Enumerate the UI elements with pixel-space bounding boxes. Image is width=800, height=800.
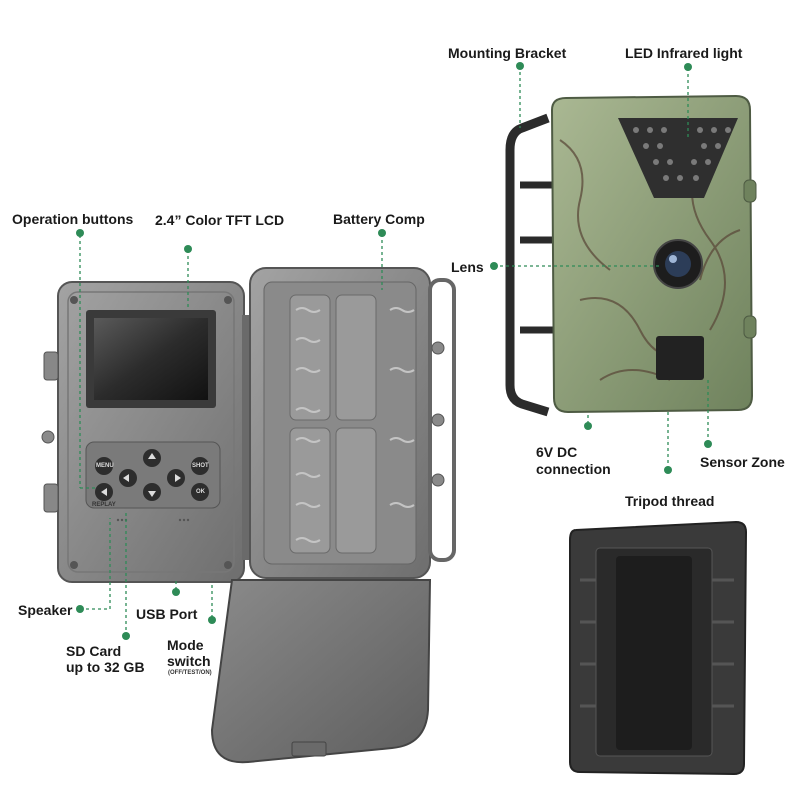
label-dc-line1: 6V DC: [536, 444, 578, 460]
camo-camera: [505, 94, 757, 417]
lcd-screen: [86, 310, 216, 408]
replay-button-label: REPLAY: [92, 502, 116, 508]
label-sensor-zone: Sensor Zone: [700, 454, 785, 470]
label-sd-line2: up to 32 GB: [66, 659, 145, 675]
label-tripod-thread: Tripod thread: [625, 493, 715, 509]
battery-compartment: [249, 267, 456, 579]
label-led-infrared: LED Infrared light: [625, 45, 743, 61]
label-lens: Lens: [451, 259, 484, 275]
label-mode-line3: (OFF/TEST/ON): [168, 670, 212, 676]
label-dc-line2: connection: [536, 461, 611, 477]
label-usb-port: USB Port: [136, 606, 198, 622]
shot-button-label: SHOT: [192, 463, 209, 469]
label-battery-comp: Battery Comp: [333, 211, 425, 227]
label-mode-line2: switch: [167, 653, 211, 669]
label-mode-line1: Mode: [167, 637, 204, 653]
label-mounting-bracket: Mounting Bracket: [448, 45, 567, 61]
label-lcd: 2.4” Color TFT LCD: [155, 212, 285, 228]
label-sd-line1: SD Card: [66, 643, 122, 659]
label-operation-buttons: Operation buttons: [12, 211, 134, 227]
battery-door: [210, 579, 432, 764]
leader-dots: [76, 62, 712, 640]
hinge: [242, 315, 252, 560]
operation-panel: [85, 441, 221, 522]
label-speaker: Speaker: [18, 602, 73, 618]
menu-button-label: MENU: [96, 463, 114, 469]
ok-button-label: OK: [196, 489, 205, 495]
camera-back-view: [569, 520, 748, 776]
